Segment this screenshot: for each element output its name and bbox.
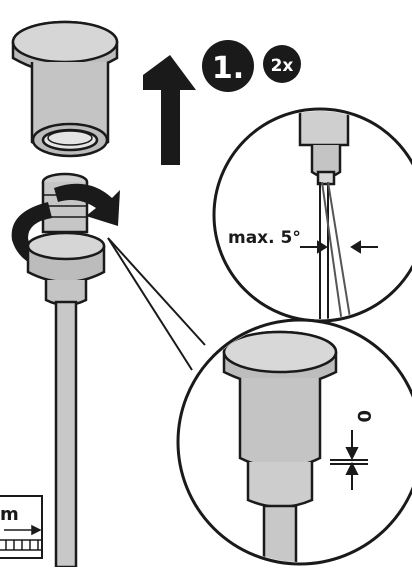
repeat-badge: 2x [263, 45, 301, 83]
arrow-up-icon [143, 55, 196, 165]
angle-label: max. 5° [228, 228, 301, 248]
base-nut [26, 231, 106, 307]
ruler-fragment: m [0, 495, 43, 559]
ruler-unit: m [0, 504, 19, 525]
detail-leader [107, 237, 206, 371]
angle-detail: max. 5° [212, 107, 412, 323]
angle-dimension-arrows [300, 240, 378, 254]
threaded-stud [41, 172, 89, 234]
rod [54, 300, 78, 569]
top-cap [11, 20, 119, 158]
gap-detail: 0 [176, 318, 412, 566]
step-badge [202, 40, 254, 92]
step-number-text: 1. [212, 51, 244, 86]
rotate-arrow-icon [11, 183, 120, 272]
repeat-count: 2x [271, 56, 294, 76]
gap-dimension-arrows [330, 430, 368, 490]
gap-label: 0 [353, 410, 374, 423]
